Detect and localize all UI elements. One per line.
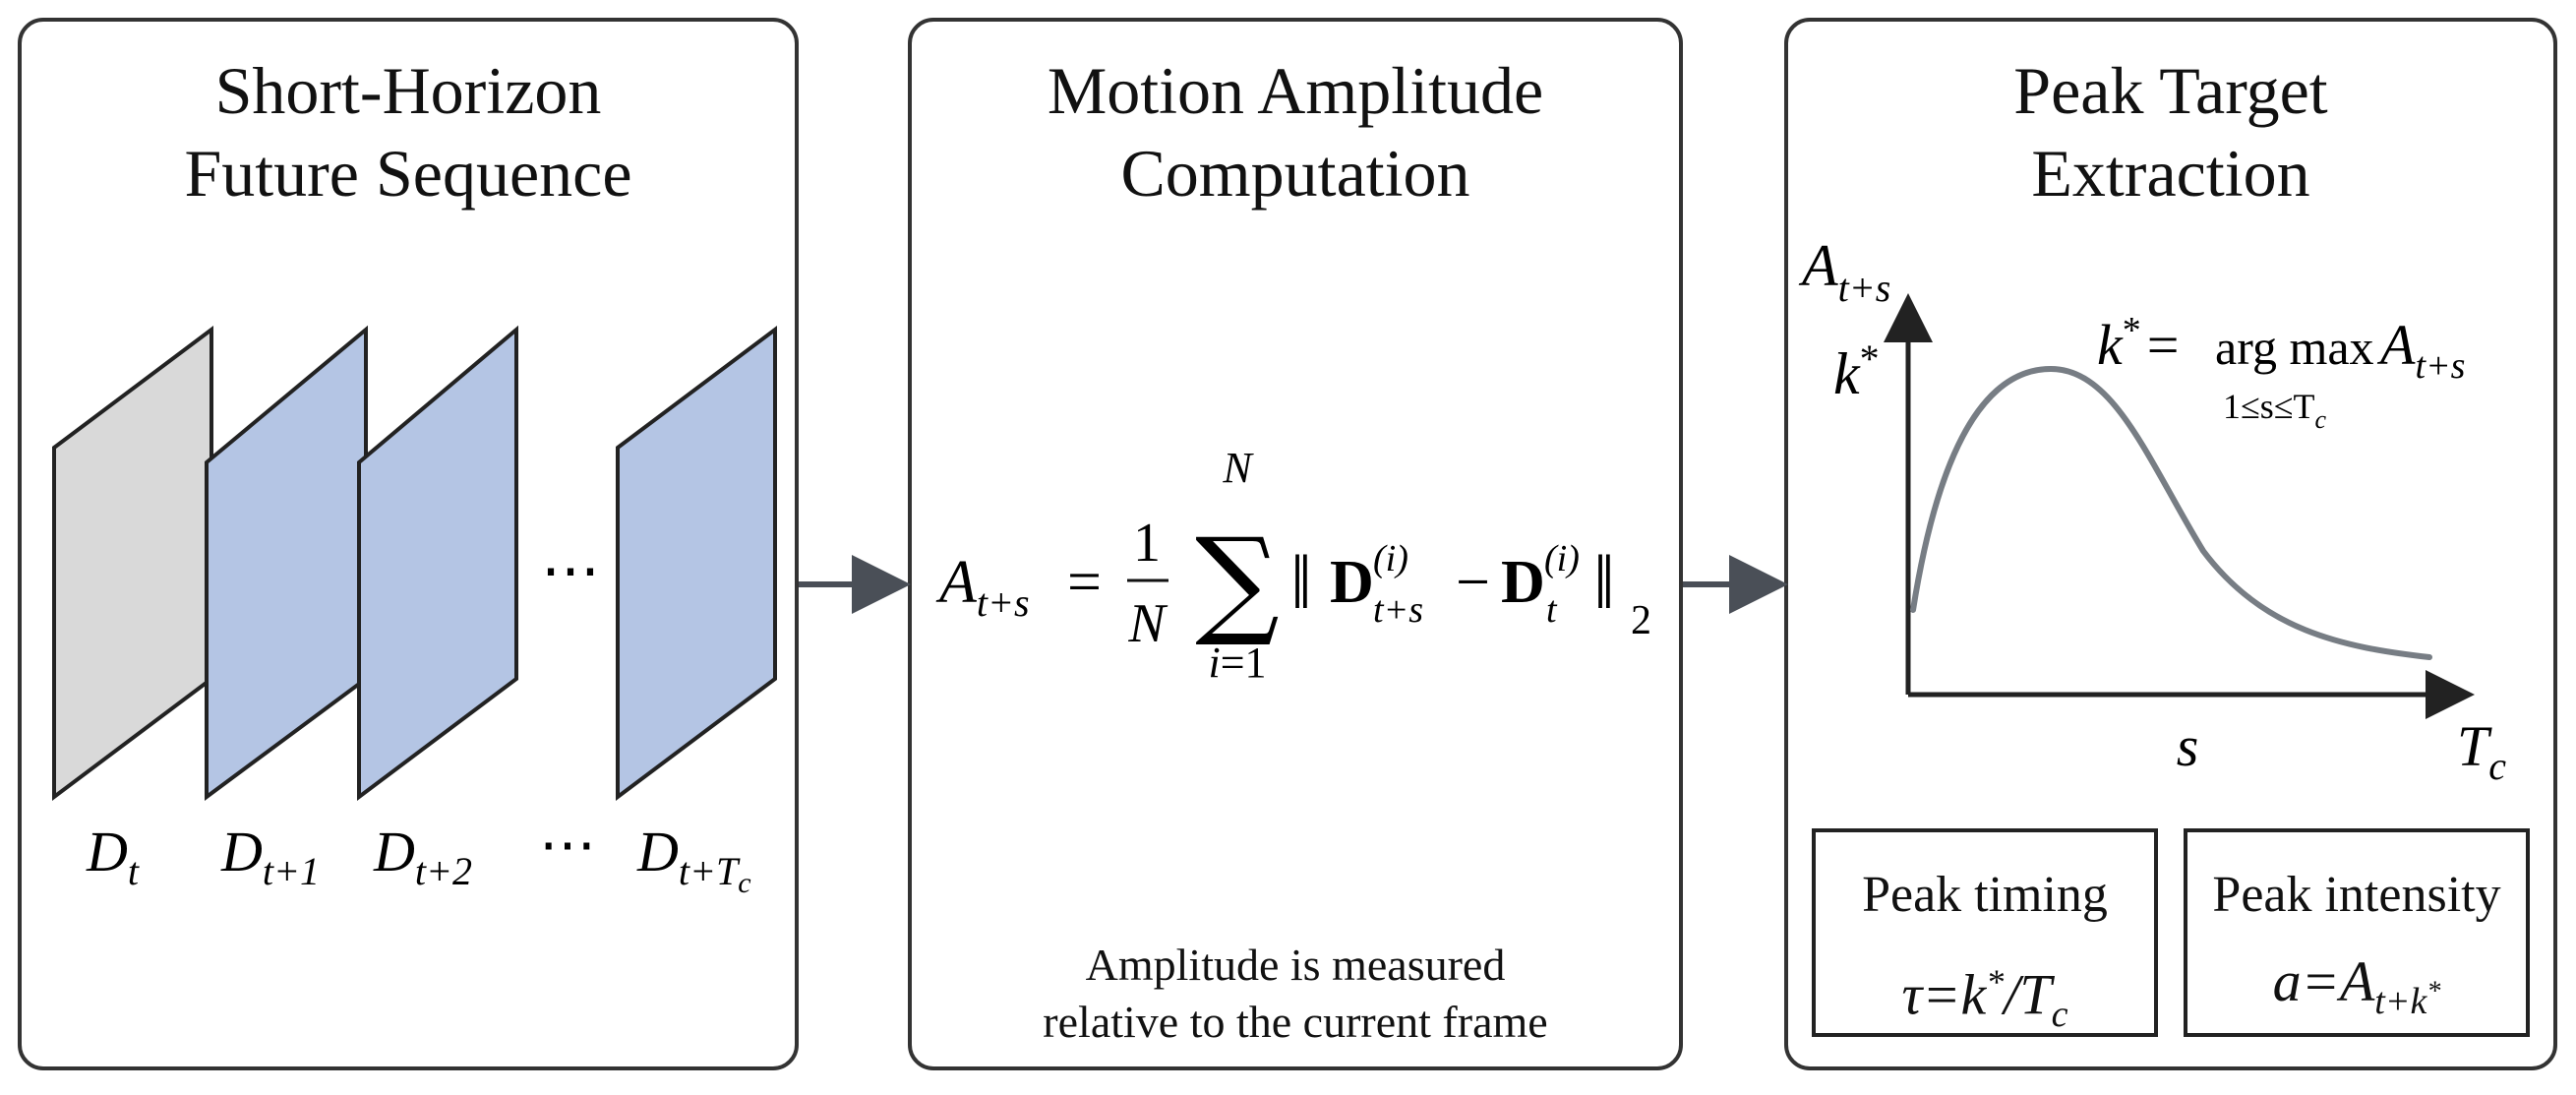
- frame-labels: Dt Dt+1 Dt+2 ⋯ Dt+Tc: [86, 813, 751, 899]
- peak-timing-title: Peak timing: [1862, 867, 2108, 923]
- argmax-under: 1≤s≤Tc: [2223, 387, 2327, 434]
- panel-peak-target: Peak Target Extraction Peak timing τ=k*/…: [1784, 18, 2557, 1070]
- frame-t-plus-1: [205, 325, 368, 801]
- peak-timing-formula: τ=k*/Tc: [1901, 962, 2068, 1035]
- peak-plot: At+s k* s Tc k*= arg max At+s 1≤s≤Tc: [1798, 233, 2506, 788]
- plot-x-end-label: Tc: [2457, 714, 2506, 788]
- formula-sum-symbol: ∑: [1195, 514, 1280, 650]
- formula-norm-close: ‖: [1593, 539, 1615, 625]
- panel-title-future-sequence: Short-Horizon Future Sequence: [184, 53, 632, 211]
- panel-motion-amplitude: Motion Amplitude Computation Amplitude i…: [908, 18, 1683, 1070]
- formula-equals: =: [1067, 549, 1102, 616]
- amplitude-formula: At+s = 1 N N ∑ i=1 ‖ D (i) t+s − D (i) t…: [935, 444, 1651, 687]
- peak-intensity-title: Peak intensity: [2212, 867, 2501, 923]
- plot-x-label: s: [2177, 714, 2199, 778]
- amplitude-note: Amplitude is measured relative to the cu…: [1043, 940, 1548, 1047]
- peak-curve: [1910, 365, 2432, 660]
- peak-timing-box: Peak timing τ=k*/Tc: [1812, 828, 2158, 1037]
- formula-lhs: At+s: [935, 549, 1030, 625]
- frame-label-ellipsis: ⋯: [539, 813, 596, 877]
- formula-minus: −: [1456, 549, 1490, 616]
- frames-ellipsis: ⋯: [541, 536, 600, 605]
- peak-intensity-formula: a=At+k*: [2272, 949, 2441, 1022]
- argmax-A: At+s: [2376, 313, 2465, 387]
- formula-term2-sup: (i): [1544, 538, 1580, 579]
- formula-term1: D: [1330, 549, 1374, 616]
- formula-sum-top: N: [1222, 444, 1254, 492]
- frame-label-t-plus-Tc: Dt+Tc: [636, 820, 751, 899]
- argmax-operator: arg max: [2215, 320, 2374, 375]
- formula-term2: D: [1501, 549, 1545, 616]
- frame-label-t-plus-2: Dt+2: [373, 820, 472, 893]
- formula-norm-sub: 2: [1631, 598, 1651, 643]
- panel-title-motion-amplitude: Motion Amplitude Computation: [1047, 53, 1544, 211]
- formula-term1-sup: (i): [1373, 538, 1408, 579]
- plot-y-tick: k*: [1833, 336, 1880, 406]
- formula-term1-sub: t+s: [1373, 589, 1423, 631]
- peak-intensity-box: Peak intensity a=At+k*: [2184, 828, 2530, 1037]
- formula-fraction-num: 1: [1133, 513, 1161, 574]
- frame-label-t: Dt: [86, 820, 140, 893]
- formula-sum-bottom: i=1: [1208, 639, 1266, 687]
- plot-y-label: At+s: [1798, 233, 1890, 310]
- frame-current: [52, 326, 213, 801]
- frame-t-plus-Tc: [616, 326, 777, 801]
- frame-label-t-plus-1: Dt+1: [220, 820, 320, 893]
- formula-term2-sub: t: [1546, 589, 1558, 631]
- panel-title-peak-target: Peak Target Extraction: [2013, 53, 2328, 211]
- formula-fraction-den: N: [1127, 593, 1168, 654]
- formula-norm-open: ‖: [1290, 539, 1312, 625]
- argmax-formula: k*= arg max At+s 1≤s≤Tc: [2097, 310, 2465, 434]
- frame-t-plus-2: [357, 325, 518, 801]
- argmax-lhs: k*=: [2097, 310, 2179, 377]
